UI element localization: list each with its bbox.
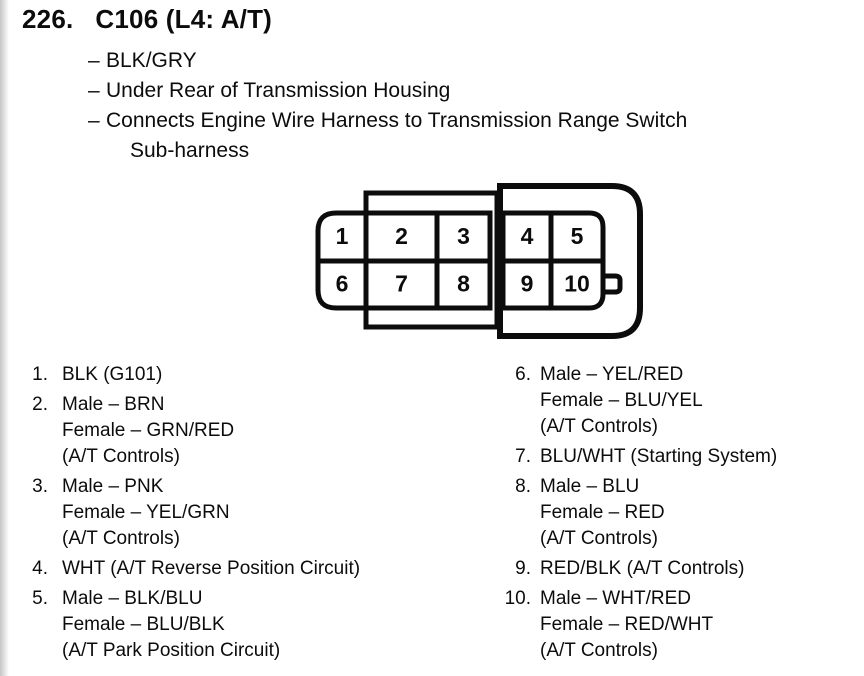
pin-line: Male – BLK/BLU <box>62 588 203 609</box>
pin-line: BLK (G101) <box>62 364 163 385</box>
pin-number-2: 2 <box>395 223 408 249</box>
pin-list-left: 1. BLK (G101) 2. Male – BRN Female – GRN… <box>28 362 360 668</box>
pin-number-3: 3 <box>457 223 470 249</box>
pin-item-2: 2. Male – BRN Female – GRN/RED (A/T Cont… <box>28 392 360 470</box>
pin-line: WHT (A/T Reverse Position Circuit) <box>62 558 361 579</box>
pin-item-7: 7. BLU/WHT (Starting System) <box>498 444 777 470</box>
pin-line: (A/T Controls) <box>540 528 658 549</box>
pin-item-lines: Male – PNK Female – YEL/GRN (A/T Control… <box>62 474 230 552</box>
pin-item-lines: Male – BLK/BLU Female – BLU/BLK (A/T Par… <box>62 586 280 664</box>
pin-number-9: 9 <box>521 271 534 297</box>
pin-item-lines: WHT (A/T Reverse Position Circuit) <box>62 556 360 582</box>
pin-number-7: 7 <box>395 271 408 297</box>
pin-item-9: 9. RED/BLK (A/T Controls) <box>498 556 777 582</box>
pin-item-lines: RED/BLK (A/T Controls) <box>540 556 744 582</box>
pin-number-6: 6 <box>336 271 349 297</box>
pin-item-5: 5. Male – BLK/BLU Female – BLU/BLK (A/T … <box>28 586 360 664</box>
pin-item-number: 7. <box>515 446 531 467</box>
pin-line: Female – RED <box>540 502 665 523</box>
pin-line: (A/T Controls) <box>540 640 658 661</box>
connector-svg: 1 2 3 4 5 6 7 8 9 10 <box>315 183 643 339</box>
note-line: – Under Rear of Transmission Housing <box>88 76 687 106</box>
pin-item-10: 10. Male – WHT/RED Female – RED/WHT (A/T… <box>498 586 777 664</box>
note-text: Connects Engine Wire Harness to Transmis… <box>106 109 688 132</box>
pin-line: Female – YEL/GRN <box>62 502 230 523</box>
pin-line: Male – WHT/RED <box>540 588 691 609</box>
pin-item-number: 6. <box>515 364 531 385</box>
pin-item-1: 1. BLK (G101) <box>28 362 360 388</box>
pin-item-lines: BLU/WHT (Starting System) <box>540 444 777 470</box>
pin-item-lines: Male – BRN Female – GRN/RED (A/T Control… <box>62 392 234 470</box>
pin-item-6: 6. Male – YEL/RED Female – BLU/YEL (A/T … <box>498 362 777 440</box>
pin-number-5: 5 <box>571 223 584 249</box>
pin-item-number: 8. <box>515 476 531 497</box>
note-dash: – <box>88 49 100 72</box>
section-number: 226. <box>22 4 74 34</box>
pin-line: BLU/WHT (Starting System) <box>540 446 778 467</box>
pin-line: Female – BLU/BLK <box>62 614 225 635</box>
note-dash: – <box>88 109 100 132</box>
pin-line: Female – RED/WHT <box>540 614 714 635</box>
lock-tab <box>601 273 623 295</box>
note-line: – BLK/GRY <box>88 46 687 76</box>
pin-item-lines: Male – BLU Female – RED (A/T Controls) <box>540 474 665 552</box>
connector-title: C106 (L4: A/T) <box>95 4 273 34</box>
scan-edge-artifact <box>0 0 9 676</box>
pin-line: (A/T Controls) <box>62 446 180 467</box>
pin-line: Male – BRN <box>62 394 165 415</box>
pin-number-1: 1 <box>336 223 349 249</box>
pin-line: (A/T Controls) <box>540 416 658 437</box>
pin-number-8: 8 <box>457 271 470 297</box>
pin-item-lines: BLK (G101) <box>62 362 162 388</box>
pin-number-10: 10 <box>564 271 590 297</box>
pin-line: Male – YEL/RED <box>540 364 684 385</box>
pin-item-number: 10. <box>504 588 531 609</box>
pin-item-number: 4. <box>32 558 48 579</box>
pin-line: RED/BLK (A/T Controls) <box>540 558 745 579</box>
connector-diagram: 1 2 3 4 5 6 7 8 9 10 <box>298 172 658 348</box>
pin-item-number: 9. <box>515 558 531 579</box>
pin-item-4: 4. WHT (A/T Reverse Position Circuit) <box>28 556 360 582</box>
pin-line: Female – BLU/YEL <box>540 390 703 411</box>
pin-item-8: 8. Male – BLU Female – RED (A/T Controls… <box>498 474 777 552</box>
pin-item-3: 3. Male – PNK Female – YEL/GRN (A/T Cont… <box>28 474 360 552</box>
note-text: Sub-harness <box>130 139 250 162</box>
pin-line: Male – PNK <box>62 476 164 497</box>
pin-item-lines: Male – WHT/RED Female – RED/WHT (A/T Con… <box>540 586 713 664</box>
note-line: – Connects Engine Wire Harness to Transm… <box>88 106 687 136</box>
pin-number-4: 4 <box>521 223 534 249</box>
pin-line: Female – GRN/RED <box>62 420 235 441</box>
guide-shell-right <box>497 183 643 339</box>
pin-line: (A/T Park Position Circuit) <box>62 640 281 661</box>
note-line-continuation: Sub-harness <box>88 136 687 166</box>
note-text: Under Rear of Transmission Housing <box>106 79 451 102</box>
pin-item-lines: Male – YEL/RED Female – BLU/YEL (A/T Con… <box>540 362 703 440</box>
pin-line: Male – BLU <box>540 476 640 497</box>
pin-item-number: 5. <box>32 588 48 609</box>
section-title: 226. C106 (L4: A/T) <box>22 4 272 35</box>
pin-line: (A/T Controls) <box>62 528 180 549</box>
pin-item-number: 2. <box>32 394 48 415</box>
note-dash: – <box>88 79 100 102</box>
connector-notes: – BLK/GRY – Under Rear of Transmission H… <box>88 46 687 166</box>
pin-item-number: 3. <box>32 476 48 497</box>
note-text: BLK/GRY <box>106 49 197 72</box>
pin-item-number: 1. <box>32 364 48 385</box>
pin-list-right: 6. Male – YEL/RED Female – BLU/YEL (A/T … <box>498 362 778 668</box>
